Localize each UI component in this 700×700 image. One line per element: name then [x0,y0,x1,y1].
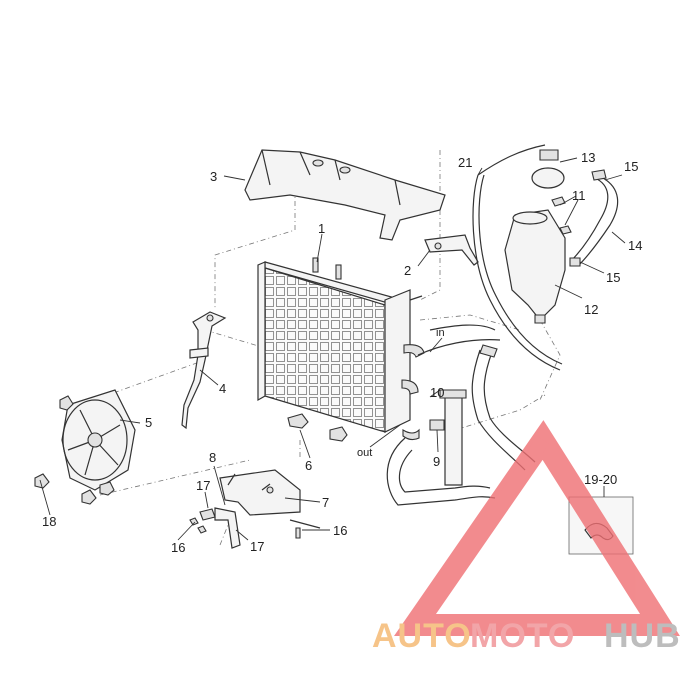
callout-18: 18 [42,514,56,529]
watermark-text: AUTO MOTO HUB [372,617,681,655]
upper-mounting-bracket [424,234,479,266]
callout-13: 13 [581,150,595,165]
callout-16-right: 16 [333,523,347,538]
callout-14: 14 [628,238,642,253]
lower-hose-assembly [386,324,536,506]
assembly-guide-lines [79,150,561,546]
callout-2: 2 [404,263,411,278]
callout-10: 10 [430,385,444,400]
callout-15-top: 15 [624,159,638,174]
callout-12: 12 [584,302,598,317]
callout-1: 1 [318,221,325,236]
callout-labels: 1 2 3 4 5 6 7 8 9 10 11 12 13 14 15 15 1… [42,150,642,555]
watermark-triangle [394,420,680,636]
callout-5: 5 [145,415,152,430]
watermark-moto: MOTO [470,617,575,655]
radiator-core [257,257,425,442]
callout-17-bottom: 17 [250,539,264,554]
callout-6: 6 [305,458,312,473]
callout-9: 9 [433,454,440,469]
flow-label-out: out [357,447,372,459]
watermark-hub: HUB [604,617,681,655]
callout-21: 21 [458,155,472,170]
callout-8: 8 [209,450,216,465]
expansion-tank [472,144,619,371]
callout-17-top: 17 [196,478,210,493]
watermark-auto: AUTO [372,617,472,655]
callout-3: 3 [210,169,217,184]
side-bracket [181,311,227,430]
leader-lines [39,157,626,541]
callout-4: 4 [219,381,226,396]
callout-16-left: 16 [171,540,185,555]
radiator-top-shroud [244,149,446,241]
callout-15-bottom: 15 [606,270,620,285]
cooling-fan [34,389,136,505]
lower-bracket [189,469,321,549]
callout-11: 11 [572,188,586,203]
flow-label-in: in [436,327,445,339]
callout-7: 7 [322,495,329,510]
callout-19-20: 19-20 [584,472,617,487]
